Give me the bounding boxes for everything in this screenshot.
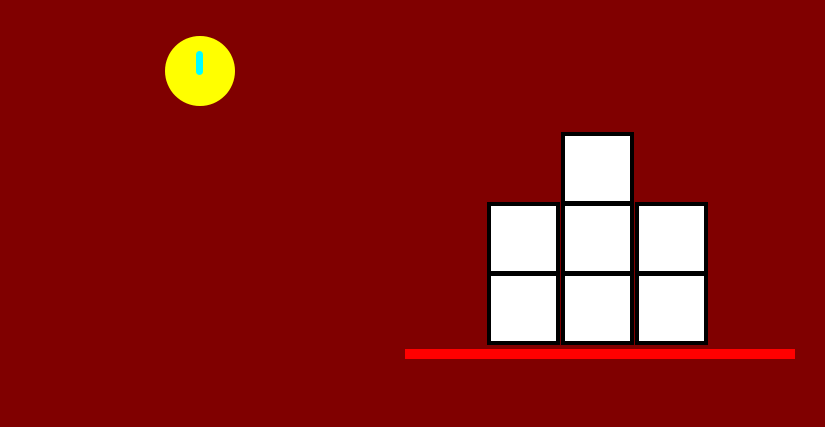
ball-mark-icon — [196, 51, 203, 75]
block-middle-center[interactable] — [561, 202, 634, 275]
block-middle-left[interactable] — [487, 202, 560, 275]
block-bottom-left[interactable] — [487, 272, 560, 345]
platform — [405, 349, 795, 359]
block-bottom-right[interactable] — [635, 272, 708, 345]
block-top[interactable] — [561, 132, 634, 205]
ball[interactable] — [165, 36, 235, 106]
block-middle-right[interactable] — [635, 202, 708, 275]
block-bottom-center[interactable] — [561, 272, 634, 345]
